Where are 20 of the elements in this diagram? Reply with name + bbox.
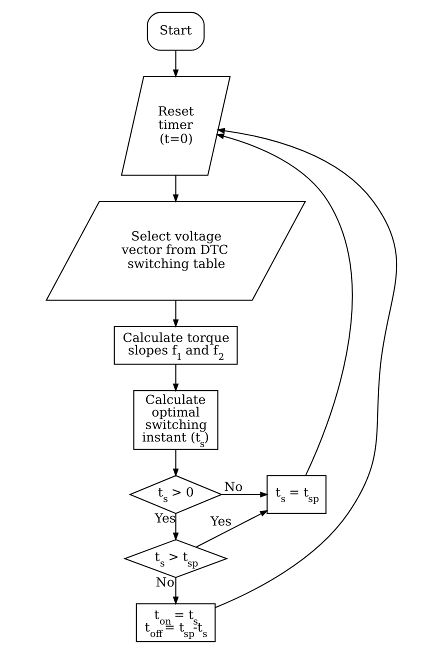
arrow <box>215 128 397 608</box>
arrow <box>196 510 268 548</box>
arrow <box>172 514 179 542</box>
arrow <box>172 50 179 78</box>
node-box: Start <box>146 12 205 51</box>
arrow <box>172 300 179 328</box>
arrow <box>222 492 269 498</box>
node-diamond: t$_{s}$ > t$_{sp}$ <box>123 539 228 578</box>
arrow <box>172 364 179 392</box>
arrow <box>172 175 179 203</box>
node-diamond: t$_{s}$ > 0 <box>128 475 223 514</box>
arrow <box>216 133 353 476</box>
edge-label: Yes <box>210 513 232 528</box>
node-box: Calculate torque slopes f$_{1}$ and f$_{2}$ <box>114 326 238 365</box>
arrow <box>172 450 179 478</box>
arrow <box>172 578 179 606</box>
node-box: t$_{s}$ = t$_{sp}$ <box>266 475 326 514</box>
node-box: t$_{on}$ = t$_{s}$ t$_{off}$ = t$_{sp}$-t$_{s}$ <box>136 603 216 642</box>
node-box: Calculate optimal switching instant (t$_{s}$) <box>133 390 218 450</box>
edge-label: No <box>224 478 243 494</box>
